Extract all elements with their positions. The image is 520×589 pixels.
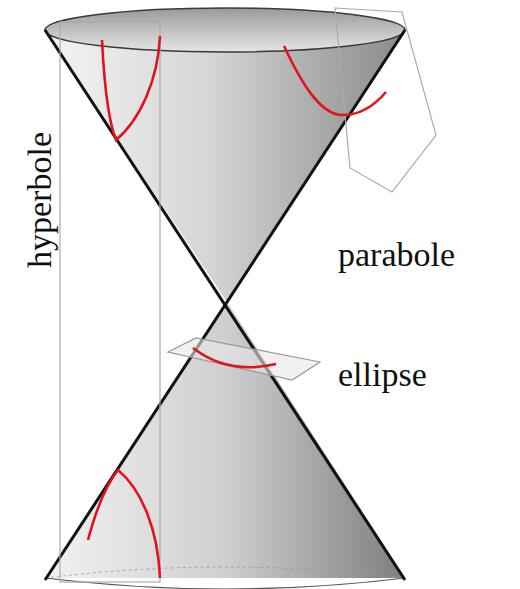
hyperbola-plane (60, 22, 160, 582)
hyperbola-curve (88, 470, 160, 578)
cone-edge (45, 30, 405, 580)
parabola-label: parabole (338, 238, 455, 272)
hyperbola-curve (102, 36, 160, 140)
upper-rim (45, 8, 405, 52)
ellipse-curve (193, 348, 276, 367)
ellipse-label: ellipse (338, 358, 427, 392)
hyperbola-label: hyperbole (23, 132, 57, 268)
lower-cone (45, 302, 405, 578)
ellipse-plane (168, 338, 320, 380)
cone-edge (45, 30, 405, 580)
parabola-plane (335, 8, 436, 192)
parabola-curve (284, 46, 386, 115)
